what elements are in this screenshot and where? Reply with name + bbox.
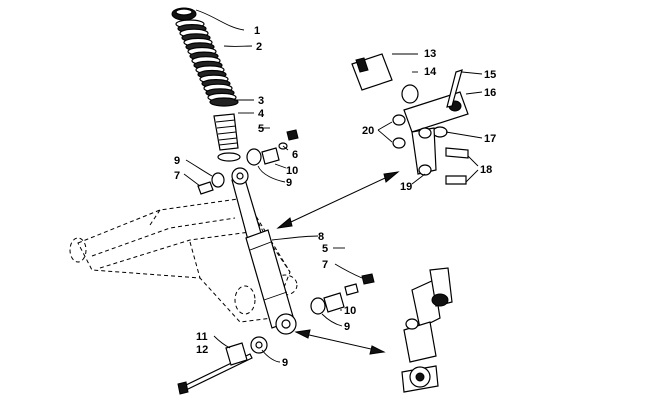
callout-5-upper: 5 xyxy=(258,123,264,135)
leader-lines xyxy=(183,9,483,363)
callout-9-lower-left: 9 xyxy=(282,357,288,369)
callout-2: 2 xyxy=(256,41,262,53)
callout-16: 16 xyxy=(484,87,496,99)
upper-hardware xyxy=(197,129,299,195)
callout-labels: 1 2 3 4 5 6 7 8 9 10 11 12 13 14 15 16 1… xyxy=(174,25,496,369)
callout-3: 3 xyxy=(258,95,264,107)
lower-hardware xyxy=(177,273,375,395)
callout-1: 1 xyxy=(254,25,260,37)
callout-19: 19 xyxy=(400,181,412,193)
callout-17: 17 xyxy=(484,133,496,145)
spring-cap xyxy=(171,7,197,21)
callout-14: 14 xyxy=(424,66,437,78)
callout-5-lower: 5 xyxy=(322,243,328,255)
callout-11: 11 xyxy=(196,331,208,343)
callout-8: 8 xyxy=(318,231,324,243)
callout-9-upper-left: 9 xyxy=(174,155,180,167)
shock-absorber xyxy=(231,167,297,335)
callout-15: 15 xyxy=(484,69,496,81)
callout-18: 18 xyxy=(480,164,492,176)
assembly-arrows xyxy=(276,171,400,355)
callout-10-lower: 10 xyxy=(344,305,356,317)
spring-coil xyxy=(209,97,239,107)
callout-4-upper: 4 xyxy=(258,108,265,120)
callout-20: 20 xyxy=(362,125,374,137)
steering-arm-cluster xyxy=(351,53,469,185)
callout-12: 12 xyxy=(196,344,208,356)
bump-stop xyxy=(213,113,239,151)
coil-spring xyxy=(175,19,239,107)
callout-7-lower: 7 xyxy=(322,259,328,271)
callout-6: 6 xyxy=(292,149,298,161)
callout-9-lower-right: 9 xyxy=(344,321,350,333)
callout-9-upper-right: 9 xyxy=(286,177,292,189)
steering-post xyxy=(401,267,453,393)
callout-13: 13 xyxy=(424,48,436,60)
callout-10-upper: 10 xyxy=(286,165,298,177)
callout-7-upper: 7 xyxy=(174,170,180,182)
washer xyxy=(217,152,241,162)
